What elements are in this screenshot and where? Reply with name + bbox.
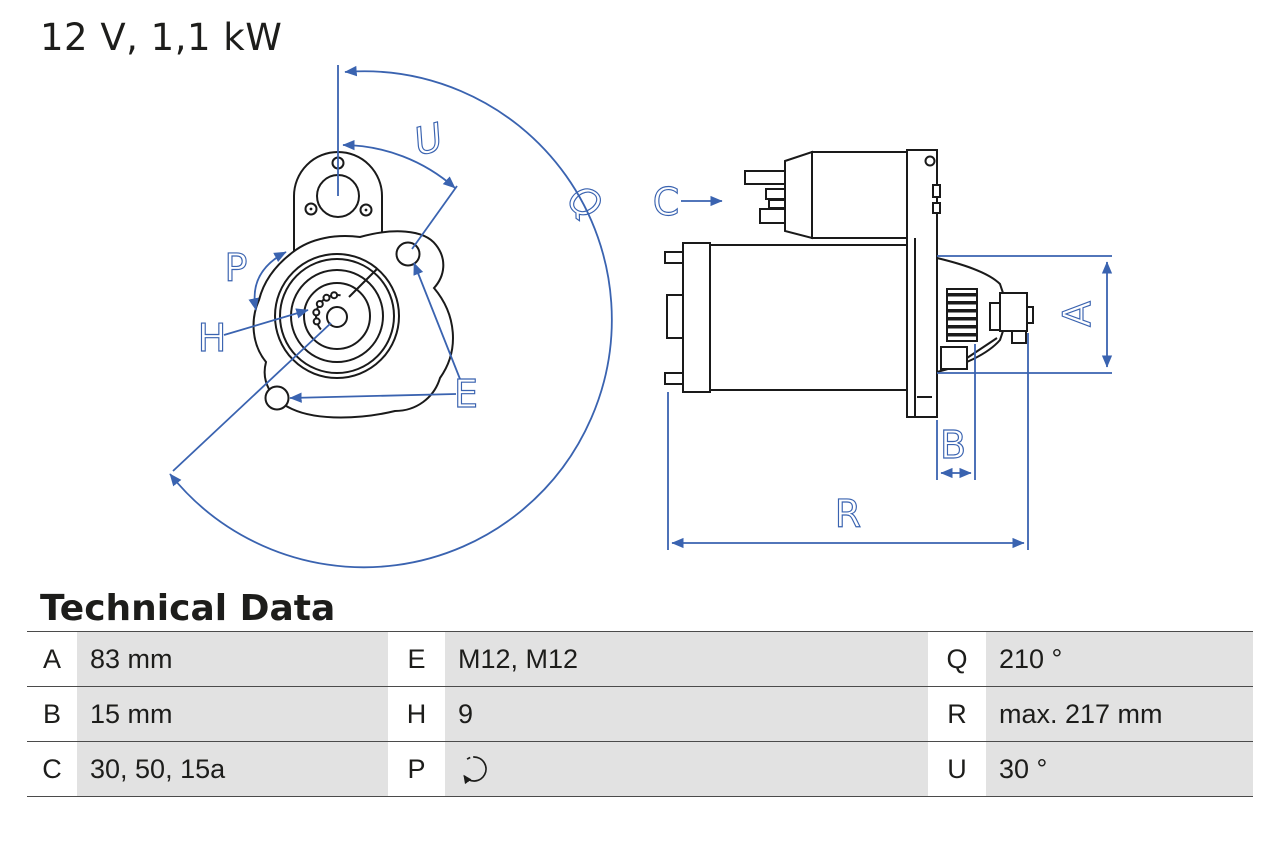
solenoid-cap [784, 150, 813, 240]
table-row: B 15 mm H 9 R max. 217 mm [27, 686, 1253, 741]
dim-label-a: A [1055, 301, 1099, 327]
starter-motor-technical-drawing: U Q P H E [169, 65, 1113, 569]
drive-bell-upper [936, 257, 1004, 294]
value-cell-q: 210 ° [986, 632, 1253, 686]
key-cell-h: H [388, 687, 445, 741]
dim-label-c: C [653, 180, 680, 224]
h-leader-line [223, 308, 309, 336]
key-cell-u: U [928, 742, 986, 796]
p-rotation-arrow [248, 251, 287, 311]
table-row: C 30, 50, 15a P U 30 ° [27, 741, 1253, 797]
motor-body [709, 244, 911, 391]
table-row: A 83 mm E M12, M12 Q 210 ° [27, 631, 1253, 686]
front-view: U Q P H E [169, 65, 613, 569]
key-cell-q: Q [928, 632, 986, 686]
technical-data-table: A 83 mm E M12, M12 Q 210 ° B 15 mm H 9 R… [27, 631, 1253, 797]
key-cell-r: R [928, 687, 986, 741]
u-angle-arc [342, 139, 456, 189]
dim-label-p: P [225, 246, 248, 290]
dim-label-r: R [835, 492, 861, 536]
dim-label-q: Q [560, 176, 610, 229]
key-cell-c: C [27, 742, 77, 796]
solenoid-body [811, 151, 908, 239]
dim-label-h: H [198, 316, 227, 360]
dim-label-u: U [410, 115, 448, 165]
key-cell-p: P [388, 742, 445, 796]
value-cell-a: 83 mm [77, 632, 388, 686]
key-cell-a: A [27, 632, 77, 686]
key-cell-b: B [27, 687, 77, 741]
dim-label-e: E [454, 372, 478, 416]
bolt-hole-bottom [264, 385, 290, 411]
value-cell-r: max. 217 mm [986, 687, 1253, 741]
value-cell-u: 30 ° [986, 742, 1253, 796]
technical-data-title: Technical Data [40, 588, 336, 629]
rotation-ccw-icon [463, 756, 487, 784]
side-view: C A B R [652, 149, 1113, 550]
q-radial-line [172, 322, 332, 472]
page-title: 12 V, 1,1 kW [40, 16, 283, 59]
u-radial-line [411, 185, 458, 250]
dim-label-b: B [940, 423, 966, 467]
value-cell-e: M12, M12 [445, 632, 928, 686]
nose-block [999, 292, 1028, 332]
pinion-gear [946, 288, 978, 342]
e-leader-line-top [413, 262, 461, 380]
motor-end-cap [682, 242, 711, 393]
value-cell-h: 9 [445, 687, 928, 741]
bolt-hole-top [395, 241, 421, 267]
value-cell-p [445, 742, 928, 796]
q-angle-arc [169, 65, 613, 569]
value-cell-b: 15 mm [77, 687, 388, 741]
key-cell-e: E [388, 632, 445, 686]
e-leader-line-bottom [289, 392, 457, 403]
value-cell-c: 30, 50, 15a [77, 742, 388, 796]
